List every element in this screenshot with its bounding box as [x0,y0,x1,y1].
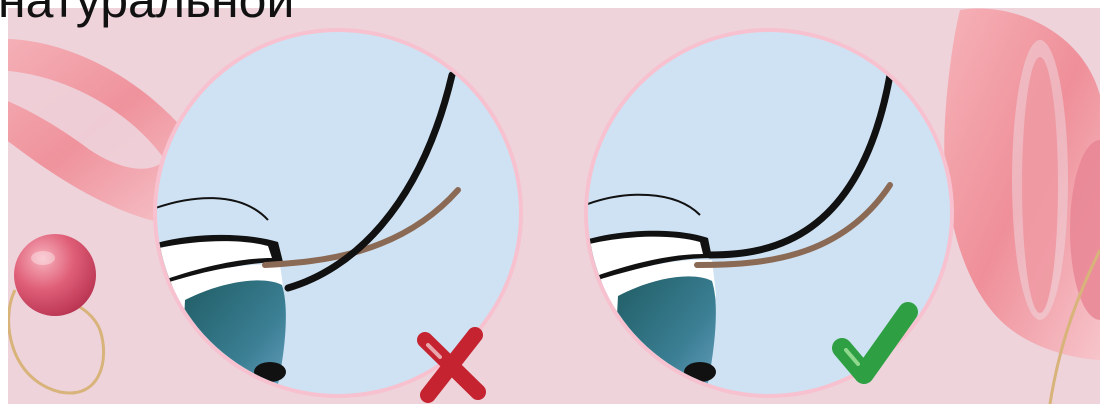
ribbon-decoration-right [944,8,1104,360]
lens-incorrect [150,28,523,410]
lens-correct [584,28,954,410]
bead-decoration [9,234,104,393]
headline-caption: натуральной [0,0,294,30]
